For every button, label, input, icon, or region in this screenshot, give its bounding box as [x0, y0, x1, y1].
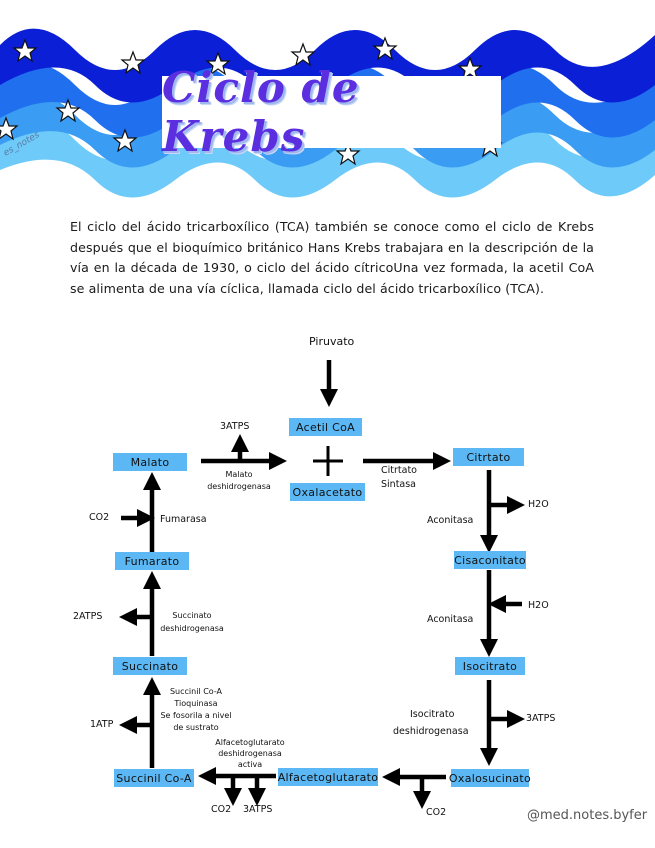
label-h2o-out: H2O — [528, 499, 549, 510]
label-aconitasa-1: Aconitasa — [427, 515, 474, 526]
node-alfacetoglutarato: Alfacetoglutarato — [278, 768, 378, 786]
label-succinil-tioquinasa-1: Succinil Co-A — [169, 687, 223, 696]
label-succinil-tioquinasa-3: Se fosorila a nivel — [160, 711, 232, 720]
label-isocitrato-dh-1: Isocitrato — [410, 709, 455, 720]
label-succinil-tioquinasa-2: Tioquinasa — [174, 699, 218, 708]
node-succinil-coa: Succinil Co-A — [114, 769, 194, 787]
node-succinato: Succinato — [113, 657, 187, 675]
label-alfa-dh-3: activa — [237, 760, 263, 769]
label-aconitasa-2: Aconitasa — [427, 614, 474, 625]
label-succinil-tioquinasa-4: de sustrato — [173, 723, 219, 732]
label-atp-succinato: 2ATPS — [73, 611, 103, 622]
node-oxalacetato: Oxalacetato — [290, 483, 365, 501]
label-malato-dh-1: Malato — [225, 470, 253, 479]
krebs-cycle-diagram: Piruvato Acetil CoA Oxalacetato Citrtato… — [0, 330, 655, 848]
label-alfa-dh-2: deshidrogenasa — [218, 749, 282, 758]
node-fumarato: Fumarato — [115, 552, 189, 570]
label-co2-fumarato: CO2 — [89, 512, 110, 523]
label-co2-alfa: CO2 — [211, 804, 232, 815]
node-malato: Malato — [113, 453, 187, 471]
node-isocitrato: Isocitrato — [455, 657, 525, 675]
label-citrato-sintasa-2: Sintasa — [381, 479, 417, 490]
label-citrato-sintasa-1: Citrtato — [381, 465, 417, 476]
node-citrato: Citrtato — [453, 448, 524, 466]
label-co2-oxalosucinato: CO2 — [426, 807, 447, 818]
page-title: Ciclo de Krebs — [162, 63, 360, 161]
label-atp-succinil: 1ATP — [90, 719, 114, 730]
node-oxalosucinato: Oxalosucinato — [449, 769, 531, 787]
label-fumarasa: Fumarasa — [160, 514, 207, 525]
label-h2o-in: H2O — [528, 600, 549, 611]
label-atp-alfa: 3ATPS — [243, 804, 273, 815]
label-atp-isocitrato: 3ATPS — [526, 713, 556, 724]
credit-watermark: @med.notes.byfer — [527, 808, 648, 823]
intro-paragraph: El ciclo del ácido tricarboxílico (TCA) … — [70, 219, 594, 296]
node-acetil-coa: Acetil CoA — [289, 418, 362, 436]
diagram-arrows — [119, 360, 525, 809]
label-succinato-dh-1: Succinato — [172, 611, 212, 620]
label-piruvato: Piruvato — [309, 335, 355, 348]
node-cisaconitato: Cisaconitato — [454, 551, 526, 569]
label-atp-malato: 3ATPS — [220, 421, 250, 432]
label-succinato-dh-2: deshidrogenasa — [160, 624, 224, 633]
title-box: Ciclo de Krebs — [162, 63, 501, 161]
label-malato-dh-2: deshidrogenasa — [207, 482, 271, 491]
label-alfa-dh-1: Alfacetoglutarato — [215, 738, 285, 747]
label-isocitrato-dh-2: deshidrogenasa — [393, 726, 469, 737]
